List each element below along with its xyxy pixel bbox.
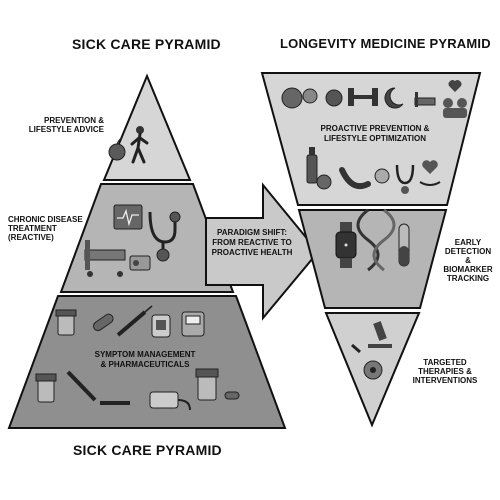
pill-bottle-icon — [195, 368, 219, 401]
syringe-icon — [116, 305, 153, 337]
syringe-icon — [66, 370, 97, 402]
apple-icon — [316, 174, 332, 190]
right-tier-middle-label: EARLY DETECTION & BIOMARKER TRACKING — [443, 238, 493, 283]
right-tier-top-label: PROACTIVE PREVENTION & LIFESTYLE OPTIMIZ… — [320, 124, 430, 143]
hospital-bed-icon — [414, 92, 436, 107]
paradigm-shift-arrow — [205, 182, 320, 321]
heart-icon — [448, 80, 462, 92]
dna-icon — [356, 208, 396, 272]
microscope-icon — [368, 321, 392, 348]
stethoscope-icon — [148, 211, 181, 262]
smartwatch-icon — [335, 222, 357, 268]
family-icon — [443, 98, 467, 118]
right-tier-middle — [297, 209, 448, 309]
pill-bottle-icon — [35, 373, 57, 403]
blood-pressure-monitor-icon — [181, 311, 205, 337]
sick-care-pyramid — [7, 73, 287, 429]
arrow-label: PARADIGM SHIFT: FROM REACTIVE TO PROACTI… — [211, 228, 293, 257]
left-tier-bottom-label: SYMPTOM MANAGEMENT & PHARMACEUTICALS — [94, 350, 196, 369]
apple-icon — [325, 89, 343, 107]
left-tier-top-label: PREVENTION & LIFESTYLE ADVICE — [28, 116, 104, 134]
syringe-icon — [351, 343, 361, 354]
inhaler-icon — [151, 314, 171, 338]
pill-bottle-icon — [55, 309, 77, 336]
test-tube-icon — [398, 223, 410, 267]
capsule-icon — [92, 313, 114, 332]
right-tier-bottom-label: TARGETED THERAPIES & INTERVENTIONS — [412, 358, 478, 385]
monitor-icon — [113, 204, 143, 230]
left-pyramid-title-top: SICK CARE PYRAMID — [72, 36, 221, 52]
stethoscope-icon — [395, 164, 415, 194]
sleep-moon-icon — [384, 87, 404, 109]
bottle-icon — [306, 147, 318, 184]
left-pyramid-title-bottom: SICK CARE PYRAMID — [73, 442, 222, 458]
hospital-bed-icon — [84, 240, 126, 277]
walking-person-icon — [130, 126, 149, 164]
longevity-medicine-pyramid — [260, 72, 482, 428]
capsule-icon — [224, 391, 240, 400]
blood-pressure-monitor-icon — [149, 391, 191, 411]
vegetables-icon — [374, 168, 390, 184]
id-badge-icon — [129, 255, 151, 271]
right-pyramid-title: LONGEVITY MEDICINE PYRAMID — [280, 36, 491, 51]
banana-icon — [339, 167, 371, 190]
left-tier-top — [102, 73, 192, 181]
apple-icon — [108, 137, 126, 161]
vegetables-icon — [281, 87, 318, 109]
dumbbell-icon — [348, 88, 378, 106]
left-tier-middle — [59, 183, 235, 293]
heart-icon — [419, 160, 441, 186]
left-tier-middle-label: CHRONIC DISEASE TREATMENT (REACTIVE) — [8, 215, 83, 242]
cell-icon — [363, 360, 383, 380]
